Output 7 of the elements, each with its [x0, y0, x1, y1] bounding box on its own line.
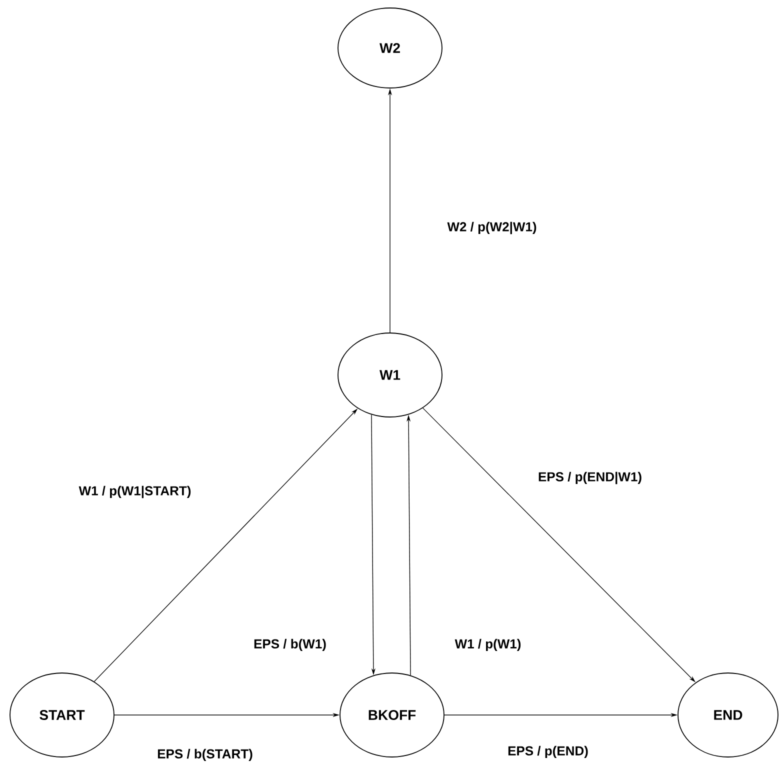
edge-label: W1 / p(W1)	[454, 638, 522, 652]
edge-label: EPS / b(W1)	[252, 638, 328, 652]
edge-label: W1 / p(W1|START)	[78, 484, 192, 500]
edge-label: W2 / p(W2|W1)	[446, 220, 538, 236]
edge-label: EPS / b(START)	[156, 748, 254, 762]
edge-label: EPS / p(END|W1)	[537, 470, 644, 486]
edge-label: EPS / p(END)	[506, 744, 590, 760]
